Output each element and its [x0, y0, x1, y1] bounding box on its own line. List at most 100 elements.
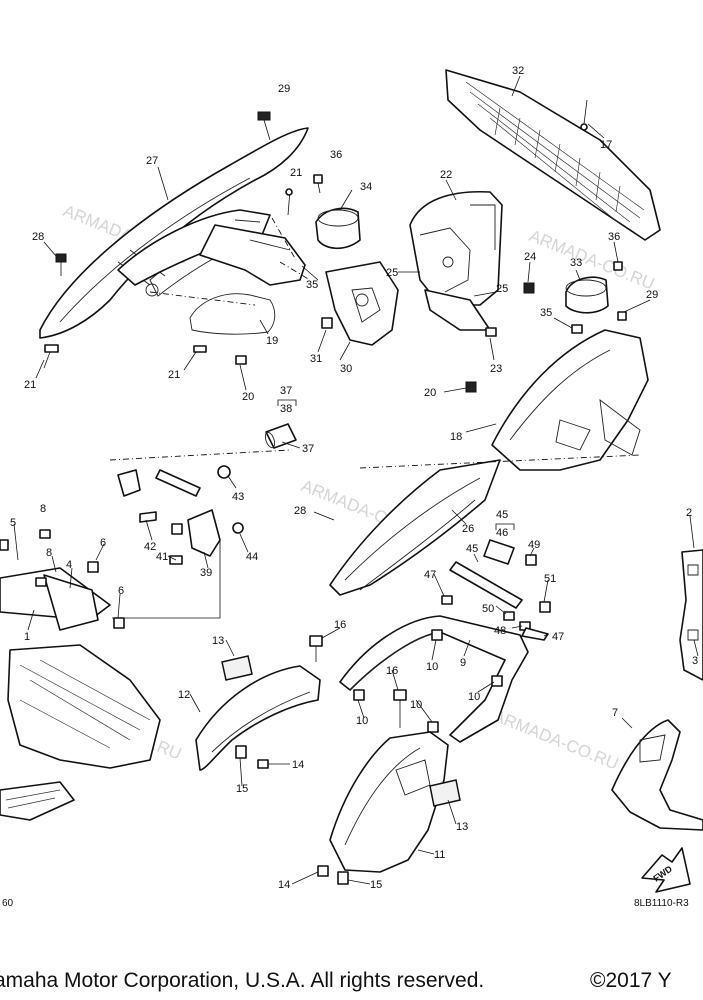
lens-cap-34 [315, 207, 361, 250]
callout-12: 12 [178, 689, 190, 701]
callout-14: 14 [278, 879, 290, 891]
callout-36: 36 [330, 149, 342, 161]
page-code-left: 60 [2, 898, 14, 909]
callout-18: 18 [450, 431, 462, 443]
callout-7: 7 [612, 707, 618, 719]
screw-28 [55, 253, 67, 276]
copyright-year: ©2017 Y [590, 969, 672, 992]
callout-30: 30 [340, 363, 352, 375]
callout-10: 10 [356, 715, 368, 727]
callout-43: 43 [232, 491, 244, 503]
callout-36: 36 [608, 231, 620, 243]
callout-49: 49 [528, 539, 540, 551]
callout-25: 25 [386, 267, 398, 279]
callout-16: 16 [386, 665, 398, 677]
callout-1: 1 [24, 631, 30, 643]
cable-lock-group [117, 465, 244, 565]
callout-35: 35 [306, 279, 318, 291]
callout-14: 14 [292, 759, 304, 771]
callout-24: 24 [524, 251, 536, 263]
leader-lines [13, 75, 699, 885]
callout-15: 15 [236, 783, 248, 795]
screw-35-right [571, 324, 583, 334]
callout-21: 21 [24, 379, 36, 391]
screw-21-mid [193, 345, 207, 353]
callout-38: 38 [280, 403, 292, 415]
callout-23: 23 [490, 363, 502, 375]
lens-cap-33 [565, 276, 609, 314]
screw-21-left [43, 344, 59, 369]
side-cover-26 [329, 459, 501, 596]
callout-39: 39 [200, 567, 212, 579]
callout-10: 10 [468, 691, 480, 703]
callout-20: 20 [424, 387, 436, 399]
callout-19: 19 [266, 335, 278, 347]
callout-47: 47 [424, 569, 436, 581]
callout-25: 25 [496, 283, 508, 295]
watermark: ARMADA-CO.RU [491, 706, 622, 774]
screw-36-upper [313, 174, 323, 194]
callout-47: 47 [552, 631, 564, 643]
callout-44: 44 [246, 551, 258, 563]
callout-2: 2 [686, 507, 692, 519]
label-13-right [429, 779, 461, 807]
callout-8: 8 [40, 503, 46, 515]
pin-37 [264, 423, 297, 449]
callout-31: 31 [310, 353, 322, 365]
copyright-footer: amaha Motor Corporation, U.S.A. All righ… [0, 962, 703, 1000]
label-13-left [221, 655, 253, 681]
cowling-7 [611, 719, 703, 831]
cover-2-3 [679, 549, 703, 681]
callout-32: 32 [512, 65, 524, 77]
callout-11: 11 [434, 849, 445, 861]
bolt-16-right [393, 689, 407, 728]
callout-22: 22 [440, 169, 452, 181]
screw-29-top [257, 111, 271, 141]
callout-21: 21 [168, 369, 180, 381]
callout-6: 6 [100, 537, 106, 549]
fender-11 [329, 731, 449, 873]
side-cover-18 [491, 329, 649, 471]
callout-9: 9 [460, 657, 466, 669]
bolts-left-group [0, 529, 125, 629]
bracket-frame-19 [117, 209, 306, 335]
strut-45 [449, 539, 523, 609]
callout-29: 29 [646, 289, 658, 301]
callout-16: 16 [334, 619, 346, 631]
callout-labels: 29 27 28 21 21 21 19 20 36 34 35 31 30 2… [10, 65, 698, 891]
frame-1 [0, 567, 161, 821]
callout-34: 34 [360, 181, 372, 193]
callout-33: 33 [570, 257, 582, 269]
callout-26: 26 [462, 523, 474, 535]
callout-8: 8 [46, 547, 52, 559]
screw-29-right [617, 311, 627, 321]
callout-21: 21 [290, 167, 302, 179]
callout-41: 41 [156, 551, 168, 563]
screw-20-right [465, 381, 477, 393]
callout-13: 13 [456, 821, 468, 833]
callout-50: 50 [482, 603, 494, 615]
callout-13: 13 [212, 635, 224, 647]
callout-4: 4 [66, 559, 72, 571]
screw-20-left [235, 355, 247, 365]
tail-housing-22 [409, 190, 503, 331]
callout-37: 37 [280, 385, 292, 397]
clip-23 [485, 327, 497, 337]
bracket-39 [187, 509, 221, 557]
callout-48: 48 [494, 625, 506, 637]
callout-35: 35 [540, 307, 552, 319]
bolt-16-left [309, 635, 323, 662]
callout-45: 45 [496, 509, 508, 521]
screw-24 [523, 282, 535, 294]
screw-36-right [613, 261, 623, 271]
callout-3: 3 [692, 655, 698, 667]
callout-6: 6 [118, 585, 124, 597]
callout-45: 45 [466, 543, 478, 555]
callout-28: 28 [32, 231, 44, 243]
fender-12 [195, 665, 321, 771]
screw-21-top [285, 188, 293, 216]
lamp-housing-30 [325, 261, 399, 346]
screw-31 [321, 317, 333, 329]
clip-14-15-left [235, 745, 269, 769]
